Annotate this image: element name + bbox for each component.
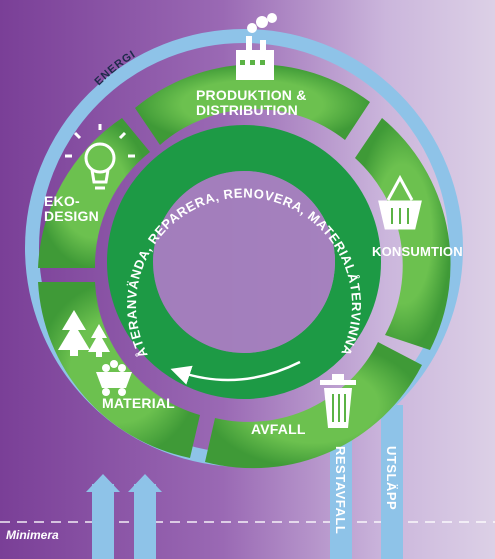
segment-waste [205, 342, 422, 469]
cycle-arrow-icon [170, 360, 301, 385]
trash-bin-icon [320, 374, 356, 428]
consumption-label: KONSUMTION [372, 244, 463, 259]
production-label: PRODUKTION & DISTRIBUTION [196, 87, 307, 118]
ecodesign-label: EKO- DESIGN [44, 193, 99, 224]
segment-consumption [355, 118, 451, 350]
mine-cart-icon [96, 360, 132, 396]
inner-hole [153, 171, 335, 353]
input-arrow-1-head [86, 474, 120, 492]
input-arrow-2 [134, 484, 156, 559]
waste-label: AVFALL [251, 421, 306, 437]
emissions-bar [381, 405, 403, 559]
lightbulb-icon [65, 124, 135, 190]
trees-icon [58, 310, 110, 357]
minimize-label: Minimera [6, 528, 59, 542]
segment-production [135, 64, 370, 145]
material-label: MATERIAL [102, 395, 175, 411]
input-arrow-2-head [128, 474, 162, 492]
emissions-label: UTSLÄPP [384, 446, 399, 511]
inner-ring [107, 125, 381, 399]
residual-waste-label: RESTAVFALL [333, 446, 348, 535]
residual-waste-bar [330, 425, 352, 559]
factory-icon [236, 13, 277, 80]
basket-icon [378, 174, 422, 230]
input-arrow-1 [92, 484, 114, 559]
segment-ecodesign [38, 118, 150, 268]
